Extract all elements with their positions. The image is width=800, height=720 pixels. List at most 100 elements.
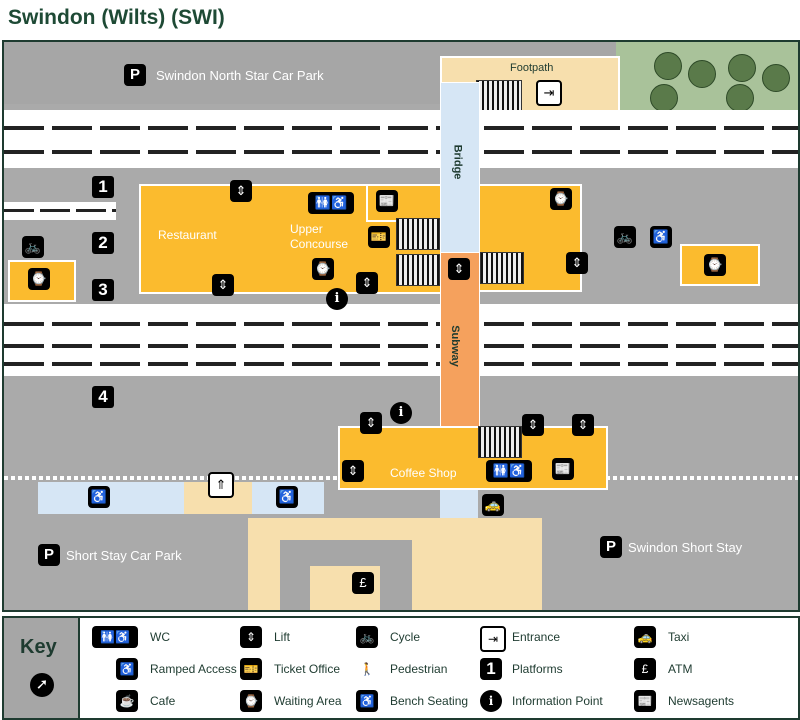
key-label-cafe: Cafe xyxy=(150,694,176,708)
platform-number-3: 3 xyxy=(92,279,114,301)
key-title: Key xyxy=(20,636,57,658)
lift-icon: ⇕ xyxy=(240,626,262,648)
bench-seating-icon: ♿ xyxy=(650,226,672,248)
waiting-area-icon: ⌚ xyxy=(704,254,726,276)
key-label-platforms: Platforms xyxy=(512,662,563,676)
station-title: Swindon (Wilts) (SWI) xyxy=(8,6,225,29)
ramped-access-icon: ♿ xyxy=(276,486,298,508)
key-label-ramped-access: Ramped Access xyxy=(150,662,237,676)
station-map: P Swindon North Star Car Park Footpath ⇥… xyxy=(2,40,800,612)
toilets-icon: 🚻♿ xyxy=(486,460,532,482)
subway-exit xyxy=(440,488,478,522)
map-key: Key ➚ 🚻♿ WC ⇕ Lift 🚲 Cycle ⇥ Entrance 🚕 … xyxy=(2,616,800,720)
lift-icon: ⇕ xyxy=(566,252,588,274)
footpath-label: Footpath xyxy=(510,62,554,74)
key-label-wc: WC xyxy=(150,630,170,644)
taxi-icon: 🚕 xyxy=(482,494,504,516)
short-stay-car-park-icon: P xyxy=(38,544,60,566)
information-icon: i xyxy=(326,288,348,310)
waiting-area-icon: ⌚ xyxy=(28,268,50,290)
toilets-icon: 🚻♿ xyxy=(92,626,138,648)
key-label-newsagents: Newsagents xyxy=(668,694,735,708)
toilets-icon: 🚻♿ xyxy=(308,192,354,214)
swindon-short-stay-label: Swindon Short Stay xyxy=(628,540,743,555)
lift-icon: ⇕ xyxy=(572,414,594,436)
restaurant-label: Restaurant xyxy=(158,228,217,242)
key-label-taxi: Taxi xyxy=(668,630,690,644)
footbridge xyxy=(440,82,480,254)
rail-line-4 xyxy=(4,344,798,348)
bay-rail xyxy=(4,209,116,212)
platform-number-2: 2 xyxy=(92,232,114,254)
cycle-icon: 🚲 xyxy=(614,226,636,248)
lift-icon: ⇕ xyxy=(522,414,544,436)
upper-concourse-label: Upper Concourse xyxy=(290,222,349,251)
key-header: Key ➚ xyxy=(4,618,80,718)
pedestrian-icon: 🚶 xyxy=(356,658,378,680)
entrance-icon: ⇥ xyxy=(480,626,506,652)
lift-icon: ⇕ xyxy=(342,460,364,482)
subway xyxy=(440,252,480,430)
key-label-lift: Lift xyxy=(274,630,291,644)
lift-icon: ⇕ xyxy=(448,258,470,280)
platform-number-1: 1 xyxy=(92,176,114,198)
key-label-ticket-office: Ticket Office xyxy=(274,662,341,676)
key-label-bench-seating: Bench Seating xyxy=(390,694,469,708)
waiting-area-icon: ⌚ xyxy=(240,690,262,712)
rail-line-2 xyxy=(4,150,798,154)
subway-stairs xyxy=(478,426,522,458)
entrance-icon: ⇥ xyxy=(536,80,562,106)
newsagents-icon: 📰 xyxy=(376,190,398,212)
bench-seating-icon: ♿ xyxy=(356,690,378,712)
pedestrian-exit-icon: ⇑ xyxy=(208,472,234,498)
atm-icon: £ xyxy=(634,658,656,680)
tree-cluster xyxy=(640,52,790,112)
east-stairs xyxy=(480,252,524,284)
ramped-access-icon: ♿ xyxy=(116,658,138,680)
rail-line-5 xyxy=(4,362,798,366)
waiting-room-east xyxy=(680,244,760,286)
taxi-icon: 🚕 xyxy=(634,626,656,648)
rail-line-3 xyxy=(4,322,798,326)
waiting-area-icon: ⌚ xyxy=(550,188,572,210)
key-label-cycle: Cycle xyxy=(390,630,421,644)
swindon-short-stay-icon: P xyxy=(600,536,622,558)
ticket-office-icon: 🎫 xyxy=(368,226,390,248)
atm-icon: £ xyxy=(352,572,374,594)
cycle-icon: 🚲 xyxy=(356,626,378,648)
bridge-label: Bridge xyxy=(451,144,464,180)
bridge-stairs-south xyxy=(396,254,440,286)
cycle-icon: 🚲 xyxy=(22,236,44,258)
ramped-access-icon: ♿ xyxy=(88,486,110,508)
platform-number-4: 4 xyxy=(92,386,114,408)
information-icon: i xyxy=(480,690,502,712)
key-label-atm: ATM xyxy=(668,662,693,676)
platform-number-icon: 1 xyxy=(480,658,502,680)
key-label-information-point: Information Point xyxy=(512,694,603,708)
key-label-pedestrian: Pedestrian xyxy=(390,662,448,676)
lift-icon: ⇕ xyxy=(212,274,234,296)
newsagents-icon: 📰 xyxy=(552,458,574,480)
bridge-stairs-north xyxy=(396,218,440,250)
newsagents-icon: 📰 xyxy=(634,690,656,712)
rail-line-1 xyxy=(4,126,798,130)
key-label-entrance: Entrance xyxy=(512,630,561,644)
north-car-park-label: Swindon North Star Car Park xyxy=(156,68,324,83)
footpath-stairs xyxy=(476,80,522,112)
compass-icon: ➚ xyxy=(30,673,54,697)
subway-label: Subway xyxy=(448,325,461,367)
lift-icon: ⇕ xyxy=(360,412,382,434)
track-bed-north xyxy=(4,110,798,168)
waiting-room-west xyxy=(8,260,76,302)
cafe-icon: ☕ xyxy=(116,690,138,712)
information-icon: i xyxy=(390,402,412,424)
north-car-park-icon: P xyxy=(124,64,146,86)
short-stay-car-park-label: Short Stay Car Park xyxy=(66,548,182,563)
ticket-office-icon: 🎫 xyxy=(240,658,262,680)
key-label-waiting-area: Waiting Area xyxy=(274,694,342,708)
lift-icon: ⇕ xyxy=(356,272,378,294)
lift-icon: ⇕ xyxy=(230,180,252,202)
coffee-shop-label: Coffee Shop xyxy=(390,466,457,480)
waiting-area-icon: ⌚ xyxy=(312,258,334,280)
ramp-area-west xyxy=(38,482,184,514)
